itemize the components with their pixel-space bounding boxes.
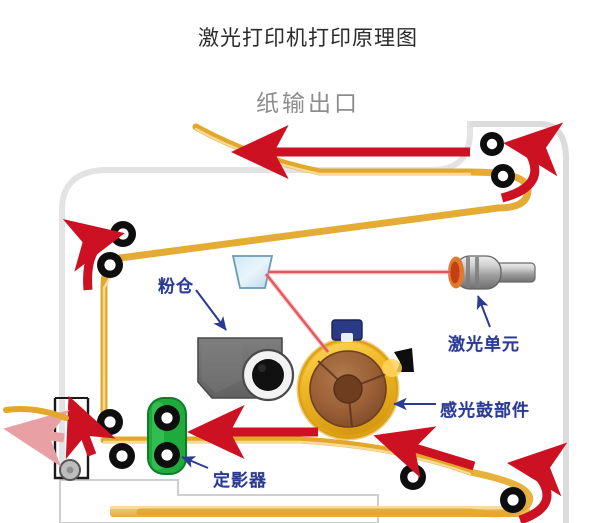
fuser-unit bbox=[147, 397, 187, 475]
label-toner-hopper: 粉仓 bbox=[158, 277, 194, 297]
developer-roller bbox=[241, 348, 295, 402]
paper-tray bbox=[59, 479, 530, 523]
label-laser-unit: 激光单元 bbox=[448, 335, 520, 355]
laser-beam bbox=[264, 270, 450, 353]
leader-fuser bbox=[181, 456, 209, 469]
laser-unit bbox=[448, 255, 536, 290]
paper-exit-label: 纸输出口 bbox=[256, 91, 360, 117]
label-leaders bbox=[181, 289, 491, 469]
paper-reverse-arrow bbox=[3, 409, 70, 467]
paper-curl-left bbox=[3, 406, 69, 421]
page-title: 激光打印机打印原理图 bbox=[198, 26, 418, 50]
printer-body-outline bbox=[59, 121, 569, 523]
mirror-prism bbox=[231, 255, 274, 289]
charge-unit bbox=[331, 319, 363, 342]
label-fuser: 定影器 bbox=[213, 471, 267, 491]
photosensitive-drum bbox=[296, 319, 414, 441]
leader-toner bbox=[195, 289, 227, 331]
label-drum-unit: 感光鼓部件 bbox=[440, 401, 530, 421]
cleaning-blade bbox=[382, 348, 414, 377]
motion-arrows bbox=[62, 122, 568, 523]
paper-exit-rollers bbox=[480, 132, 515, 188]
laser-beam-glow bbox=[264, 269, 450, 354]
top-left-rollers bbox=[97, 221, 136, 278]
leader-laser bbox=[476, 295, 491, 328]
